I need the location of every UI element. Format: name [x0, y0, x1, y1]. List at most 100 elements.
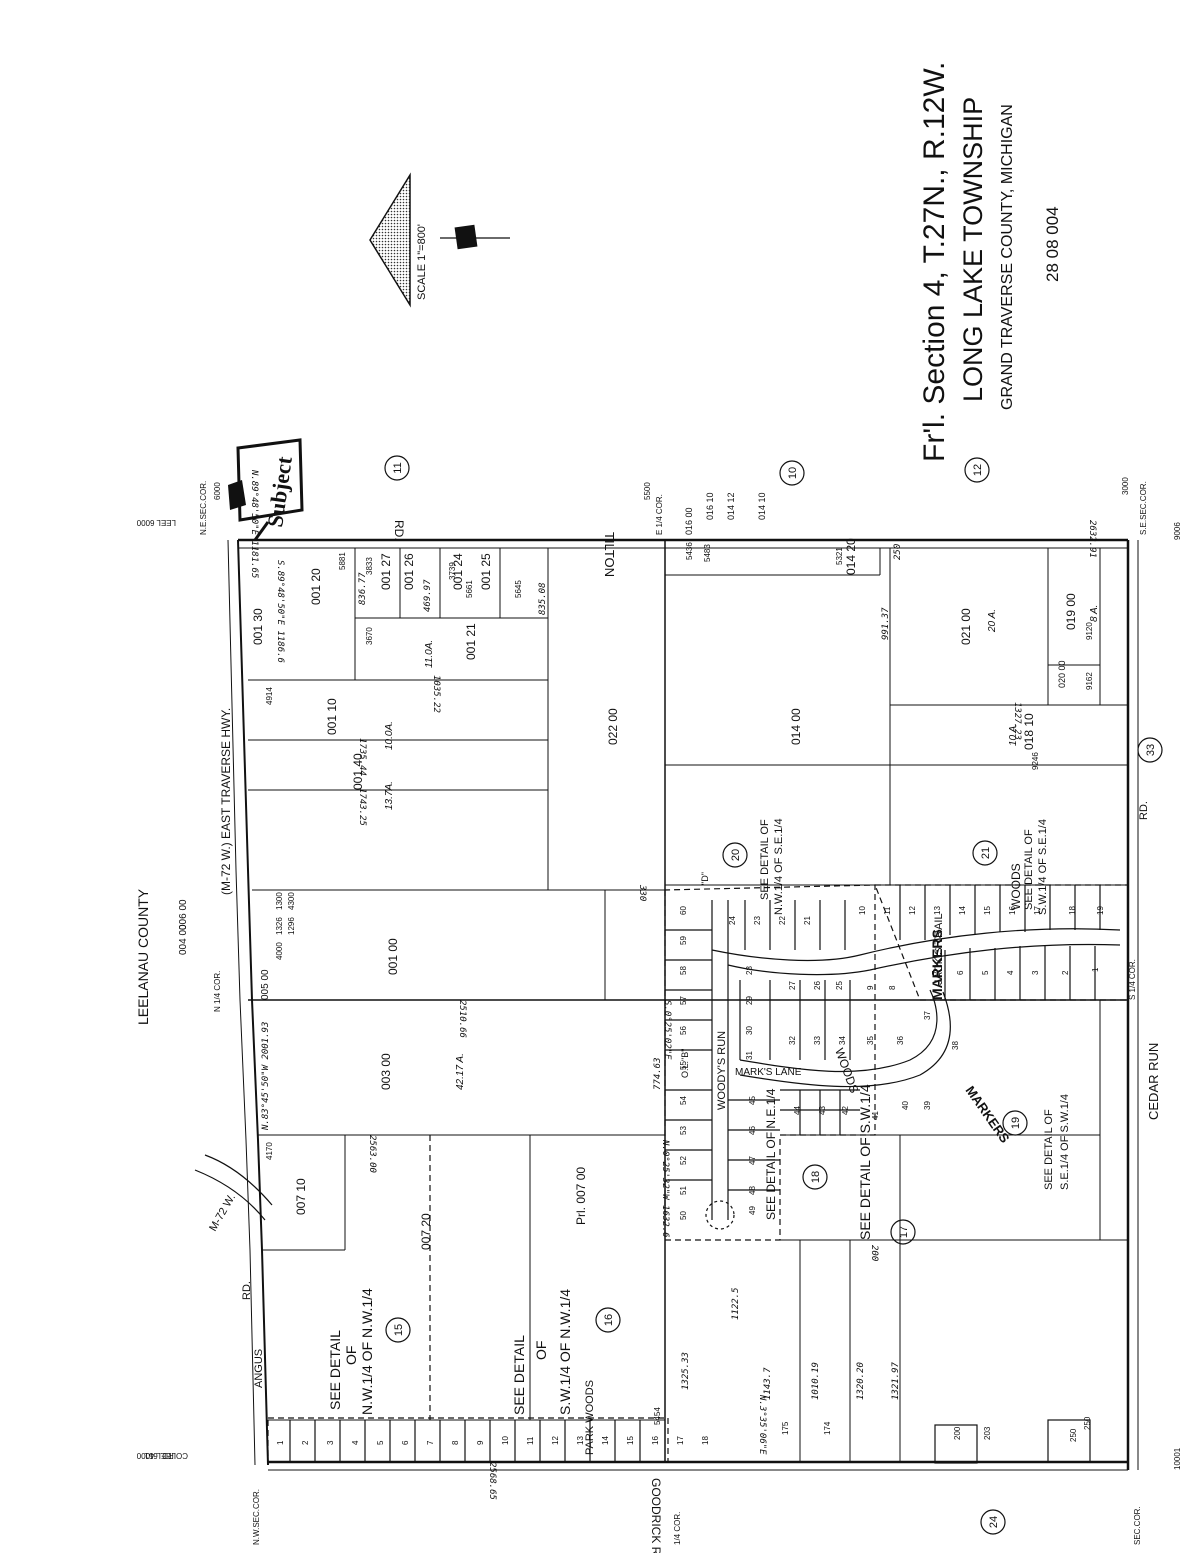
lot-park-15: 15: [626, 1436, 635, 1445]
lot-wc-42: 42: [841, 1106, 850, 1115]
lot-wb-31: 31: [745, 1051, 754, 1060]
parcel-side-codes: 016 00 016 10 014 12 014 10: [684, 492, 767, 535]
lot-wc-39: 39: [923, 1101, 932, 1110]
e-5500: 5500: [643, 482, 652, 500]
lot-wb-33: 33: [813, 1036, 822, 1045]
fr-11: 5645: [514, 580, 523, 598]
bearing-2: N.83°45'50"W 2001.93: [261, 1022, 271, 1131]
nw-corner: N.W.SEC.COR.: [252, 1489, 261, 1545]
parcel-00140: 001 40: [351, 753, 365, 790]
lot-wc-43: 43: [818, 1106, 827, 1115]
parcel-00127: 001 27: [379, 553, 393, 590]
lot-wa-56: 56: [679, 1026, 688, 1035]
lot-wa-51: 51: [679, 1186, 688, 1195]
lot-cd-250: 250: [1083, 1416, 1092, 1430]
lot-wb-26: 26: [813, 981, 822, 990]
lot-wb-9: 9: [866, 985, 875, 990]
detail-g: SEE DETAIL OF S.W.1/4: [857, 1084, 873, 1240]
title-section: Fr'l. Section 4, T.27N., R.12W.: [918, 62, 951, 462]
dim-21: 200: [869, 1245, 879, 1261]
acreage-137a: 13.7A.: [384, 781, 395, 810]
park-woods-lots: [289, 1420, 641, 1462]
acreage-11a: 11.0A.: [424, 640, 435, 668]
co-rd-651: CO.RD. 651: [144, 1451, 188, 1460]
parcel-00720: 007 20: [419, 1213, 433, 1250]
lot-park-10: 10: [501, 1436, 510, 1445]
see-detail-labels: SEE DETAIL OF N.W.1/4 OF N.W.1/4 SEE DET…: [327, 818, 1071, 1415]
dim-4: 2510.66: [457, 1000, 467, 1038]
m72-curve: [194, 1154, 273, 1221]
title-county: GRAND TRAVERSE COUNTY, MICHIGAN: [999, 104, 1016, 410]
lot-jk-14: 14: [958, 906, 967, 915]
detail-d-1: SEE DETAIL OF: [1023, 829, 1035, 910]
parcel-numbers: 001 20 001 30 001 27 001 26 001 24 001 2…: [178, 538, 1078, 1250]
lot-cd-175: 175: [781, 1421, 790, 1435]
parcel-01400: 014 00: [789, 708, 803, 745]
section-11: 11: [392, 462, 404, 473]
sw-10001: 10001: [1173, 1447, 1182, 1470]
parcel-02100: 021 00: [959, 608, 973, 645]
section-33: 33: [1145, 744, 1157, 756]
leel-4000: LEEL 4000: [136, 1451, 176, 1460]
lot-jk-19: 19: [1096, 906, 1105, 915]
bearing-5: N.3°35'06"E: [757, 1394, 767, 1455]
parcel-00126: 001 26: [402, 553, 416, 590]
title-township: LONG LAKE TOWNSHIP: [958, 97, 988, 402]
leel-6000: LEEL 6000: [136, 518, 176, 527]
subdivision-roads: [289, 885, 1121, 1464]
frontage-numbers: 1326 1296 1300 4300 4000 4914 4170 3670 …: [265, 542, 1094, 1425]
parcel-01900: 019 00: [1064, 593, 1078, 630]
lot-park-3: 3: [326, 1440, 335, 1445]
lot-wa-52: 52: [679, 1156, 688, 1165]
fr-17: 9162: [1085, 672, 1094, 690]
lot-jk-15: 15: [983, 906, 992, 915]
acreage-4217a: 42.17 A.: [455, 1053, 466, 1090]
road-park-woods: PARK WOODS: [584, 1380, 596, 1455]
road-tilton: TILTON: [602, 532, 617, 577]
parcel-00110: 001 10: [325, 698, 339, 735]
lot-park-4: 4: [351, 1440, 360, 1445]
bearing-1: S.89°48'50"E 1186.6: [275, 560, 285, 663]
acreage-20a: 20 A.: [987, 609, 998, 633]
lot-wc-44: 44: [793, 1106, 802, 1115]
road-tilton-rd: RD.: [392, 520, 406, 541]
fr-18: 9120: [1085, 622, 1094, 640]
circle-15: 15: [393, 1324, 405, 1336]
parcel-00125: 001 25: [479, 553, 493, 590]
lot-park-7: 7: [426, 1440, 435, 1445]
north-arrow-icon: SCALE 1"=800': [369, 172, 510, 308]
section-12: 12: [972, 464, 984, 476]
corner-labels: N.E.SEC.COR. S.E.SEC.COR. E 1/4 COR. N 1…: [136, 477, 1182, 1545]
dim-14: 1143.7: [763, 1367, 773, 1400]
lot-wc-47: 47: [748, 1156, 757, 1165]
parcel-01810: 018 10: [1022, 713, 1036, 750]
lot-wa-55: 55: [679, 1061, 688, 1070]
section-10: 10: [787, 467, 799, 479]
lot-park-5: 5: [376, 1440, 385, 1445]
jacks-trail-lots: [899, 885, 1101, 1000]
road-angus: ANGUS: [253, 1349, 265, 1388]
county-label: LEELANAU COUNTY: [135, 888, 151, 1025]
road-woodys-run: WOODY'S RUN: [716, 1031, 728, 1110]
fr-0: 1326: [275, 917, 284, 935]
dim-9: 835.08: [538, 582, 548, 615]
lot-cd-203: 203: [983, 1426, 992, 1440]
dim-12: 1325.33: [681, 1352, 691, 1390]
parcel-00400: 004 00: [178, 924, 189, 955]
parcel-00600: 006 00: [178, 899, 189, 930]
w14-corner: 1/4 COR.: [673, 1512, 682, 1545]
bearings: N.89°48'50"E 1181.65 S.89°48'50"E 1186.6…: [249, 469, 767, 1455]
parcel-00124: 001 24: [451, 553, 465, 590]
lot-wb-35: 35: [866, 1036, 875, 1045]
dimensions: 2632.91 1035.22 1735.44 1743.25 2510.66 …: [357, 520, 1097, 1500]
fr-13: 5483: [703, 544, 712, 562]
lot-park-12: 12: [551, 1436, 560, 1445]
neighbor-section-numbers: 11 10 12 33 24: [392, 462, 1157, 1528]
subject-marker-icon: Subject: [228, 438, 304, 541]
dim-16: 1320.20: [856, 1362, 866, 1400]
lot-wb-24: 24: [728, 916, 737, 925]
lot-jk-2: 2: [1061, 970, 1070, 975]
lot-park-16: 16: [651, 1436, 660, 1445]
lot-park-17: 17: [676, 1436, 685, 1445]
